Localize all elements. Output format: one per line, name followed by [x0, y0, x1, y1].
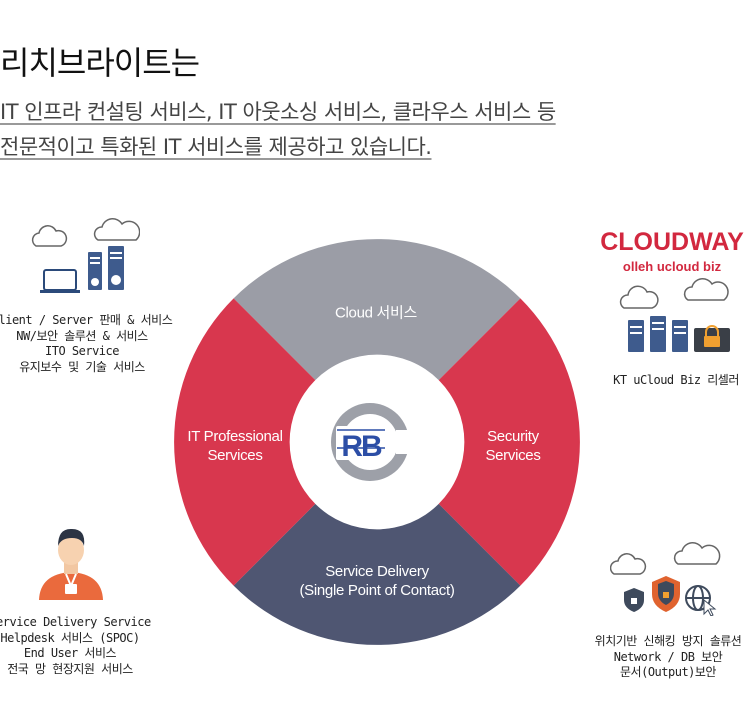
cursor-icon — [703, 598, 717, 616]
kt-ucloud-text: KT uCloud Biz 리셀러 — [613, 373, 739, 387]
segment-label-security: Security Services — [485, 428, 541, 464]
rb-logo: RB — [331, 403, 416, 481]
person-icon — [39, 528, 103, 600]
segment-security — [438, 298, 580, 586]
segment-label-cloud: Cloud 서비스 — [334, 304, 418, 322]
globe-icon — [685, 585, 711, 611]
infra-services-text: Client / Server 판매 & 서비스 NW/보안 솔루션 & 서비스… — [0, 313, 173, 374]
brand-name: CLOUDWAY — [600, 228, 744, 256]
cloud-icon — [619, 278, 729, 309]
server-icon — [628, 316, 688, 352]
cloudway-brand: CLOUDWAY olleh ucloud biz — [600, 228, 744, 274]
segment-label-it-professional: IT Professional Services — [187, 428, 283, 464]
page-title: 리치브라이트는 — [0, 44, 200, 82]
security-icon-group — [610, 542, 721, 616]
shield-icon — [624, 576, 680, 612]
infra-icon-group — [31, 218, 140, 293]
description-line-1: IT 인프라 컨설팅 서비스, IT 아웃소싱 서비스, 클라우스 서비스 등 — [0, 100, 556, 124]
cloud-server-icon-group — [619, 278, 730, 352]
segment-delivery — [233, 503, 521, 645]
gear-icon — [91, 275, 121, 286]
cloud-icon — [610, 542, 721, 575]
segment-label-delivery: Service Delivery (Single Point of Contac… — [299, 563, 455, 599]
delivery-services-text: Service Delivery Service Helpdesk 서비스 (S… — [0, 615, 151, 676]
description-line-2: 전문적이고 특화된 IT 서비스를 제공하고 있습니다. — [0, 135, 432, 159]
laptop-icon — [40, 269, 80, 293]
lock-icon — [694, 325, 730, 352]
svg-text:RB: RB — [341, 430, 382, 463]
brand-sub: olleh ucloud biz — [622, 259, 722, 274]
segment-it-professional — [174, 298, 316, 586]
segment-cloud — [233, 239, 521, 381]
security-solutions-text: 위치기반 신해킹 방지 솔류션 Network / DB 보안 문서(Outpu… — [594, 634, 742, 679]
cloud-icon — [31, 218, 140, 247]
